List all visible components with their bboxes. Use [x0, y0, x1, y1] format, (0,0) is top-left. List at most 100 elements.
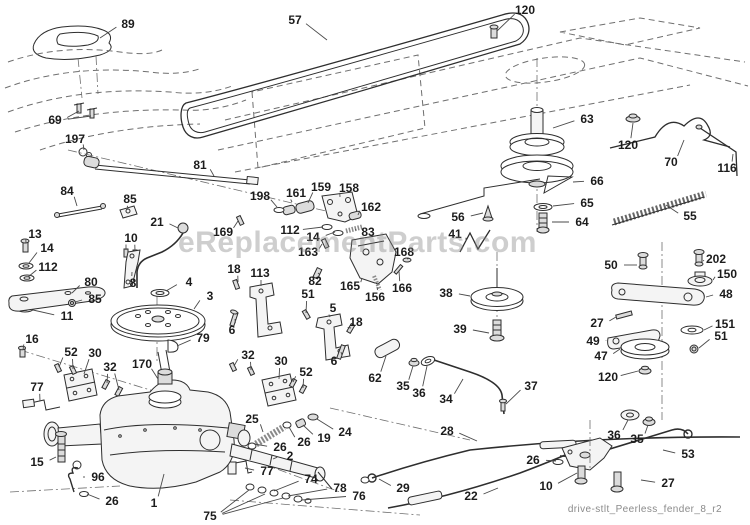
leader-line-36: [622, 419, 629, 431]
clutch-spring-parts: [609, 117, 738, 226]
callout-label-6: 6: [331, 354, 338, 368]
callout-label-62: 62: [368, 371, 382, 385]
leader-line-66: [572, 180, 585, 183]
callout-label-24: 24: [338, 425, 352, 439]
leader-line-14: [28, 252, 38, 264]
callout-label-69: 69: [48, 113, 62, 127]
leader-line-161: [290, 199, 293, 203]
leader-line-32: [250, 361, 252, 371]
callout-label-113: 113: [250, 266, 270, 280]
callout-label-116: 116: [717, 161, 737, 175]
callout-label-2: 2: [287, 449, 294, 463]
callout-label-96: 96: [91, 470, 105, 484]
callout-label-85: 85: [88, 292, 102, 306]
leader-line-27: [609, 316, 617, 322]
callout-label-159: 159: [311, 180, 331, 194]
callout-label-82: 82: [308, 274, 322, 288]
leader-line-169: [233, 220, 239, 229]
leader-line-26: [86, 493, 100, 500]
lift-rod-part: [67, 149, 331, 213]
callout-label-50: 50: [604, 258, 618, 272]
leader-line-162: [357, 210, 361, 216]
callout-label-21: 21: [150, 215, 164, 229]
leader-line-77: [244, 467, 255, 471]
callout-label-89: 89: [121, 17, 135, 31]
leader-line-25: [259, 424, 264, 433]
callout-label-166: 166: [392, 281, 412, 295]
transaxle-pulley-group: [110, 289, 206, 419]
leader-line-18: [347, 326, 352, 329]
leader-line-32: [233, 359, 239, 367]
callout-label-52: 52: [299, 365, 313, 379]
callout-label-70: 70: [664, 155, 678, 169]
callout-label-55: 55: [683, 209, 697, 223]
leader-line-112: [302, 226, 324, 230]
leader-line-15: [49, 456, 57, 461]
leader-line-6: [340, 351, 343, 356]
callout-label-36: 36: [412, 386, 426, 400]
callout-label-18: 18: [349, 315, 363, 329]
callout-label-161: 161: [286, 186, 306, 200]
leader-line-69: [67, 115, 92, 120]
callout-label-170: 170: [132, 357, 152, 371]
leader-line-62: [380, 355, 387, 372]
leader-line-30: [83, 359, 90, 375]
leader-line-80: [71, 285, 81, 294]
callout-label-34: 34: [439, 392, 453, 406]
callout-label-28: 28: [440, 424, 454, 438]
callout-label-29: 29: [396, 481, 410, 495]
callout-label-197: 197: [65, 132, 85, 146]
callout-label-18: 18: [227, 262, 241, 276]
callout-label-32: 32: [241, 348, 255, 362]
callout-label-47: 47: [594, 349, 608, 363]
callout-label-26: 26: [105, 494, 119, 508]
callout-label-39: 39: [453, 322, 467, 336]
callout-label-65: 65: [580, 196, 594, 210]
leader-line-39: [472, 329, 490, 334]
leader-line-82: [317, 272, 320, 275]
callout-label-56: 56: [451, 210, 465, 224]
leader-line-21: [169, 223, 179, 229]
leader-line-81: [209, 169, 215, 177]
callout-label-163: 163: [298, 245, 318, 259]
leader-line-53: [662, 449, 676, 454]
callout-label-48: 48: [719, 287, 733, 301]
leader-line-26: [288, 426, 296, 438]
leader-line-51: [305, 300, 308, 314]
callout-label-66: 66: [590, 174, 604, 188]
leader-line-168: [406, 257, 410, 260]
leader-line-36: [422, 365, 428, 387]
callout-label-25: 25: [245, 412, 259, 426]
callout-label-37: 37: [524, 379, 538, 393]
callout-label-32: 32: [103, 360, 117, 374]
leader-line-2: [272, 456, 278, 460]
leader-line-22: [483, 487, 499, 495]
seat-part: [32, 25, 112, 99]
transaxle-assembly: [9, 368, 421, 516]
callout-label-51: 51: [301, 287, 315, 301]
leader-line-83: [354, 228, 357, 231]
callout-label-51: 51: [714, 329, 728, 343]
leader-line-52: [58, 357, 64, 368]
leader-line-85: [126, 205, 129, 209]
callout-label-38: 38: [439, 286, 453, 300]
leader-line-150: [712, 276, 716, 281]
callout-label-112: 112: [280, 223, 300, 237]
leader-line-19: [302, 424, 314, 435]
callout-label-77: 77: [30, 380, 44, 394]
callout-label-22: 22: [464, 489, 478, 503]
leader-line-69: [66, 110, 80, 118]
callout-label-35: 35: [396, 379, 410, 393]
callout-label-5: 5: [330, 301, 337, 315]
callout-label-36: 36: [607, 428, 621, 442]
leader-line-10: [557, 472, 578, 484]
idler-arm-cluster: [235, 191, 363, 280]
leader-line-84: [73, 196, 78, 207]
callout-label-14: 14: [306, 230, 320, 244]
leader-line-198: [270, 199, 278, 208]
callout-label-27: 27: [661, 476, 675, 490]
leader-line-78: [287, 488, 328, 497]
leader-line-159: [307, 192, 314, 204]
